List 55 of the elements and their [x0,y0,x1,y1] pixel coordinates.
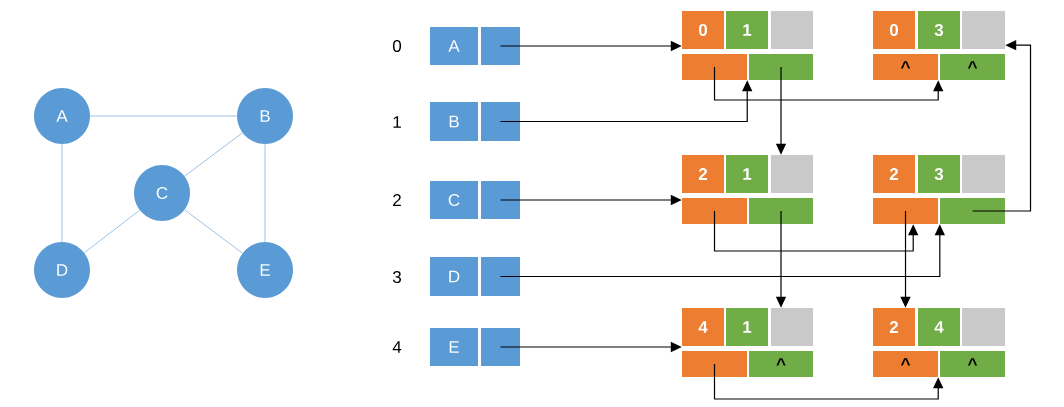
vertex-index-cell: 0 [873,11,915,49]
link-cell [749,54,813,80]
vertex-index-cell: 4 [918,308,960,346]
index-label: 3 [392,271,401,283]
vertex-index-cell: 3 [918,155,960,193]
vertex-index-cell: 1 [726,11,768,49]
arrow [713,363,944,400]
vertex-cell: D [430,257,478,296]
info-cell [771,11,813,49]
link-cell [682,198,747,224]
vertex-cell: C [430,181,478,219]
graph-edge [84,209,140,254]
graph-edge [89,115,238,117]
link-cell [940,198,1005,224]
arrow [713,210,919,252]
pointer-cell [481,102,520,141]
graph-edge [264,143,266,243]
link-cell: ^ [940,351,1005,377]
pointer-cell [481,27,520,65]
vertex-index-cell: 0 [682,11,724,49]
vertex-cell: B [430,102,478,141]
info-cell [771,308,813,346]
pointer-cell [481,328,520,366]
pointer-cell [481,257,520,296]
link-cell [682,54,747,80]
vertex-index-cell: 2 [682,155,724,193]
vertex-index-cell: 2 [873,308,915,346]
link-cell [749,198,813,224]
info-cell [771,155,813,193]
link-cell: ^ [873,351,938,377]
info-cell [962,155,1005,193]
index-label: 2 [393,194,401,206]
info-cell [962,308,1005,346]
graph-edge [184,209,243,254]
link-cell [682,351,747,377]
vertex-index-cell: 1 [726,308,768,346]
link-cell [873,198,938,224]
vertex-cell: E [430,328,478,366]
link-cell: ^ [940,54,1005,80]
arrow [971,40,1032,212]
link-cell: ^ [749,351,813,377]
arrow [713,66,944,101]
pointer-cell [481,181,520,219]
vertex-index-cell: 4 [682,308,724,346]
vertex-cell: A [430,27,478,65]
index-label: 4 [392,341,402,353]
vertex-index-cell: 1 [726,155,768,193]
graph-edge [184,132,243,177]
vertex-index-cell: 2 [873,155,915,193]
link-cell: ^ [873,54,938,80]
graph-edge [61,143,63,243]
vertex-index-cell: 3 [918,11,960,49]
info-cell [962,11,1005,49]
index-label: 1 [393,116,401,128]
index-label: 0 [392,40,402,52]
